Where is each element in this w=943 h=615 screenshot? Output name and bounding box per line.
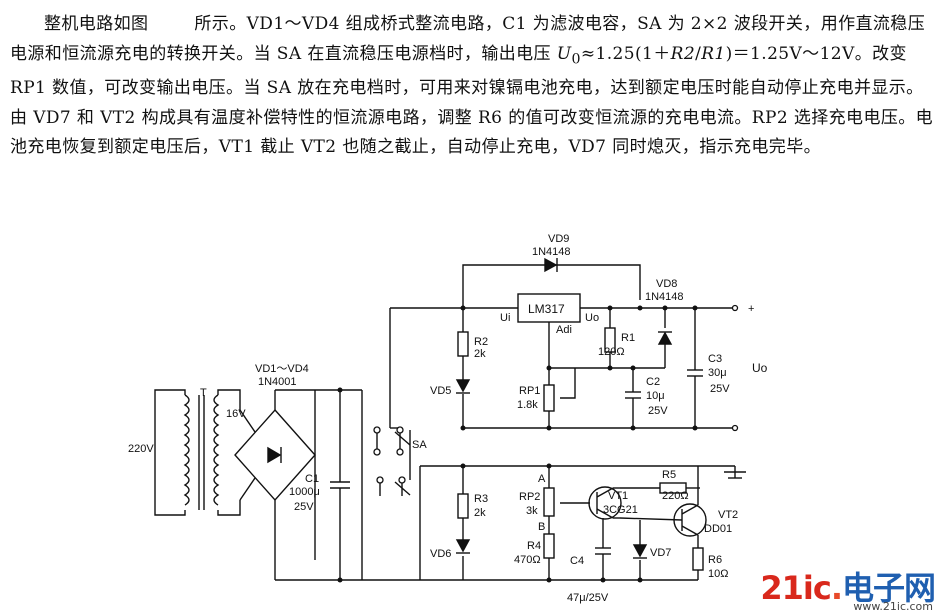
- vt1-type: 3CG21: [603, 504, 638, 516]
- c1-label: C1: [305, 473, 319, 485]
- c1-voltage: 25V: [294, 501, 314, 513]
- vd1-vd4-type: 1N4001: [258, 376, 297, 388]
- ui-pin-label: Ui: [500, 312, 510, 324]
- description-paragraph: 整机电路如图所示。VD1～VD4 组成桥式整流电路，C1 为滤波电容，SA 为 …: [10, 14, 934, 158]
- vd8-label: VD8: [656, 278, 677, 290]
- r5-label: R5: [662, 469, 676, 481]
- uo-pin-label: Uo: [585, 312, 599, 324]
- r5-value: 220Ω: [662, 490, 689, 502]
- vd6-label: VD6: [430, 548, 451, 560]
- vd7-label: VD7: [650, 547, 671, 559]
- c3-voltage: 25V: [710, 383, 730, 395]
- c2-voltage: 25V: [648, 405, 668, 417]
- vd9-type: 1N4148: [532, 246, 571, 258]
- r2-value: 2k: [474, 348, 486, 360]
- plus-terminal-label: +: [748, 303, 754, 315]
- transformer-label: T: [200, 387, 207, 399]
- vd5-label: VD5: [430, 385, 451, 397]
- node-a-label: A: [538, 473, 546, 485]
- vd9-label: VD9: [548, 233, 569, 245]
- c3-value: 30μ: [708, 367, 727, 379]
- rp1-label: RP1: [519, 385, 540, 397]
- v16-label: 16V: [226, 408, 246, 420]
- c3-label: C3: [708, 353, 722, 365]
- r1-value: 120Ω: [598, 346, 625, 358]
- vt1-label: VT1: [608, 490, 628, 502]
- vt2-label: VT2: [718, 509, 738, 521]
- r2-label: R2: [474, 336, 488, 348]
- c4-value: 47μ/25V: [567, 592, 609, 604]
- r3-value: 2k: [474, 507, 486, 519]
- r6-label: R6: [708, 554, 722, 566]
- c1-value: 1000μ: [289, 486, 320, 498]
- lm317-label: LM317: [528, 302, 565, 316]
- r6-value: 10Ω: [708, 568, 728, 580]
- c2-label: C2: [646, 376, 660, 388]
- sa-label: SA: [412, 439, 427, 451]
- rp2-value: 3k: [526, 505, 538, 517]
- c2-value: 10μ: [646, 390, 665, 402]
- adi-pin-label: Adi: [556, 324, 572, 336]
- r3-label: R3: [474, 493, 488, 505]
- rp2-label: RP2: [519, 491, 540, 503]
- r1-label: R1: [621, 332, 635, 344]
- rp1-value: 1.8k: [517, 399, 538, 411]
- c4-label: C4: [570, 555, 584, 567]
- node-b-label: B: [538, 521, 545, 533]
- vd8-type: 1N4148: [645, 291, 684, 303]
- vt2-type: DD01: [704, 523, 732, 535]
- uo-output-label: Uo: [752, 361, 768, 375]
- r4-label: R4: [527, 540, 541, 552]
- v220-label: 220V: [128, 443, 154, 455]
- r4-value: 470Ω: [514, 554, 541, 566]
- vd1-vd4-label: VD1～VD4: [255, 363, 309, 375]
